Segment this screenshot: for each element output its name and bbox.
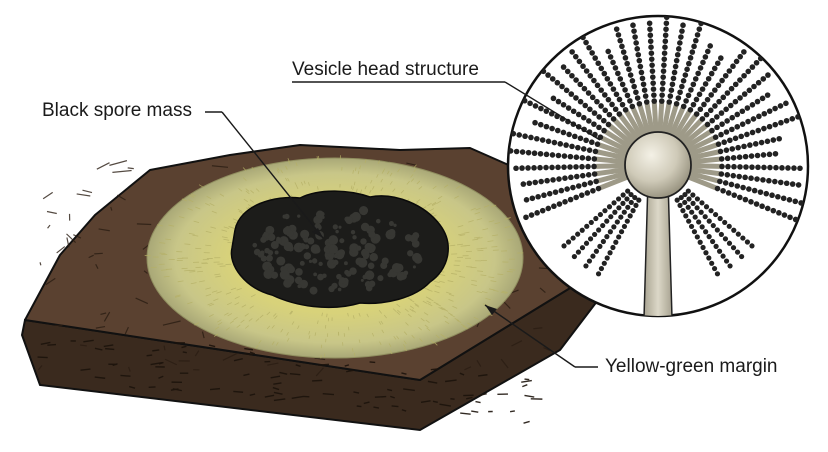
vesicle-label: Vesicle head structure	[292, 59, 479, 80]
spore-arrowhead	[312, 228, 323, 238]
margin-arrowhead	[485, 305, 497, 315]
spore-leader	[221, 111, 324, 239]
spore-mass-label: Black spore mass	[42, 100, 192, 121]
margin-leader	[484, 304, 576, 368]
leader-arrowheads	[312, 228, 497, 315]
margin-label: Yellow-green margin	[605, 356, 778, 377]
leader-lines	[205, 81, 601, 368]
magnified-vesicle-view	[506, 14, 810, 318]
black-spore-mass	[230, 190, 449, 309]
vesicle-leader	[504, 81, 601, 141]
